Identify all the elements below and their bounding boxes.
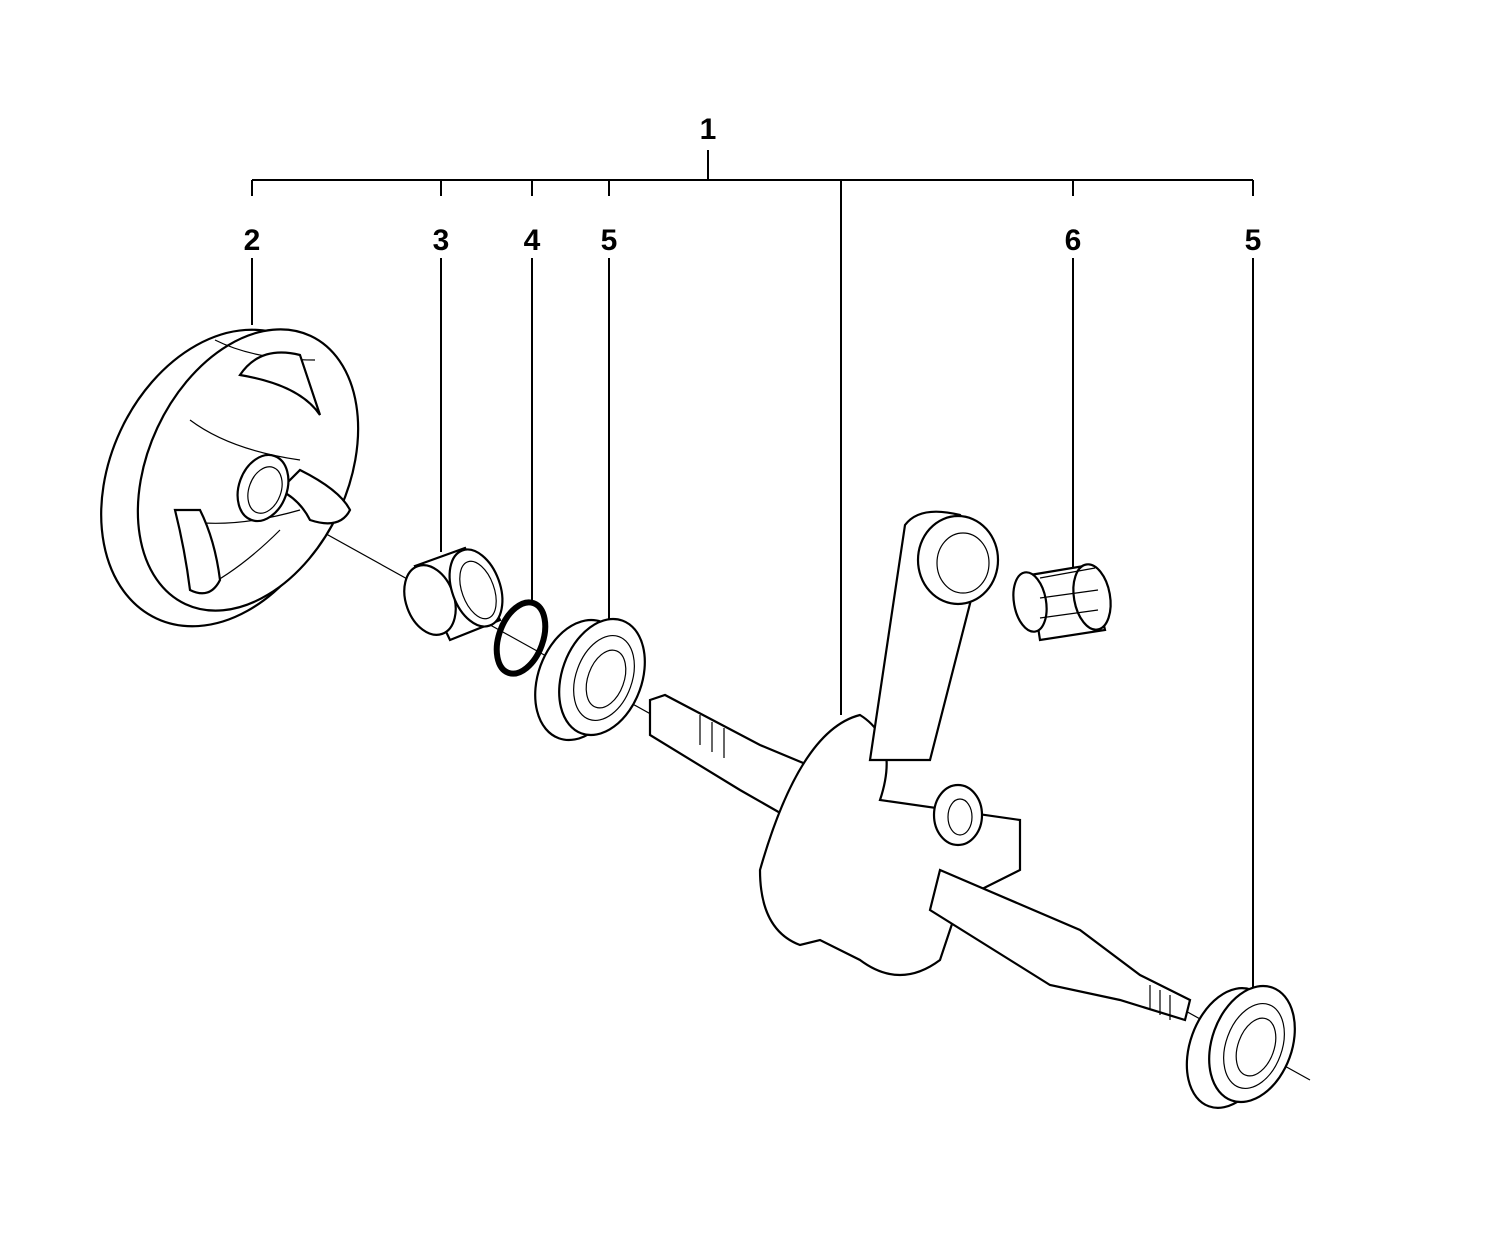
bearing-right-part <box>1185 984 1296 1109</box>
callout-label-5-right: 5 <box>1245 224 1262 257</box>
crankshaft-part <box>648 510 1192 1022</box>
callout-label-3: 3 <box>433 224 450 257</box>
clutch-part <box>100 328 360 628</box>
callout-label-5-left: 5 <box>601 224 618 257</box>
sleeve-part <box>403 546 504 642</box>
callout-label-6: 6 <box>1065 224 1082 257</box>
callout-label-4: 4 <box>524 224 541 257</box>
callout-label-2: 2 <box>244 224 261 257</box>
callout-label-1: 1 <box>700 113 717 146</box>
callout-bracket <box>251 150 1254 1078</box>
ring-part <box>493 599 549 677</box>
needle-bearing-part <box>1012 563 1112 642</box>
bearing-left-part <box>534 617 646 742</box>
